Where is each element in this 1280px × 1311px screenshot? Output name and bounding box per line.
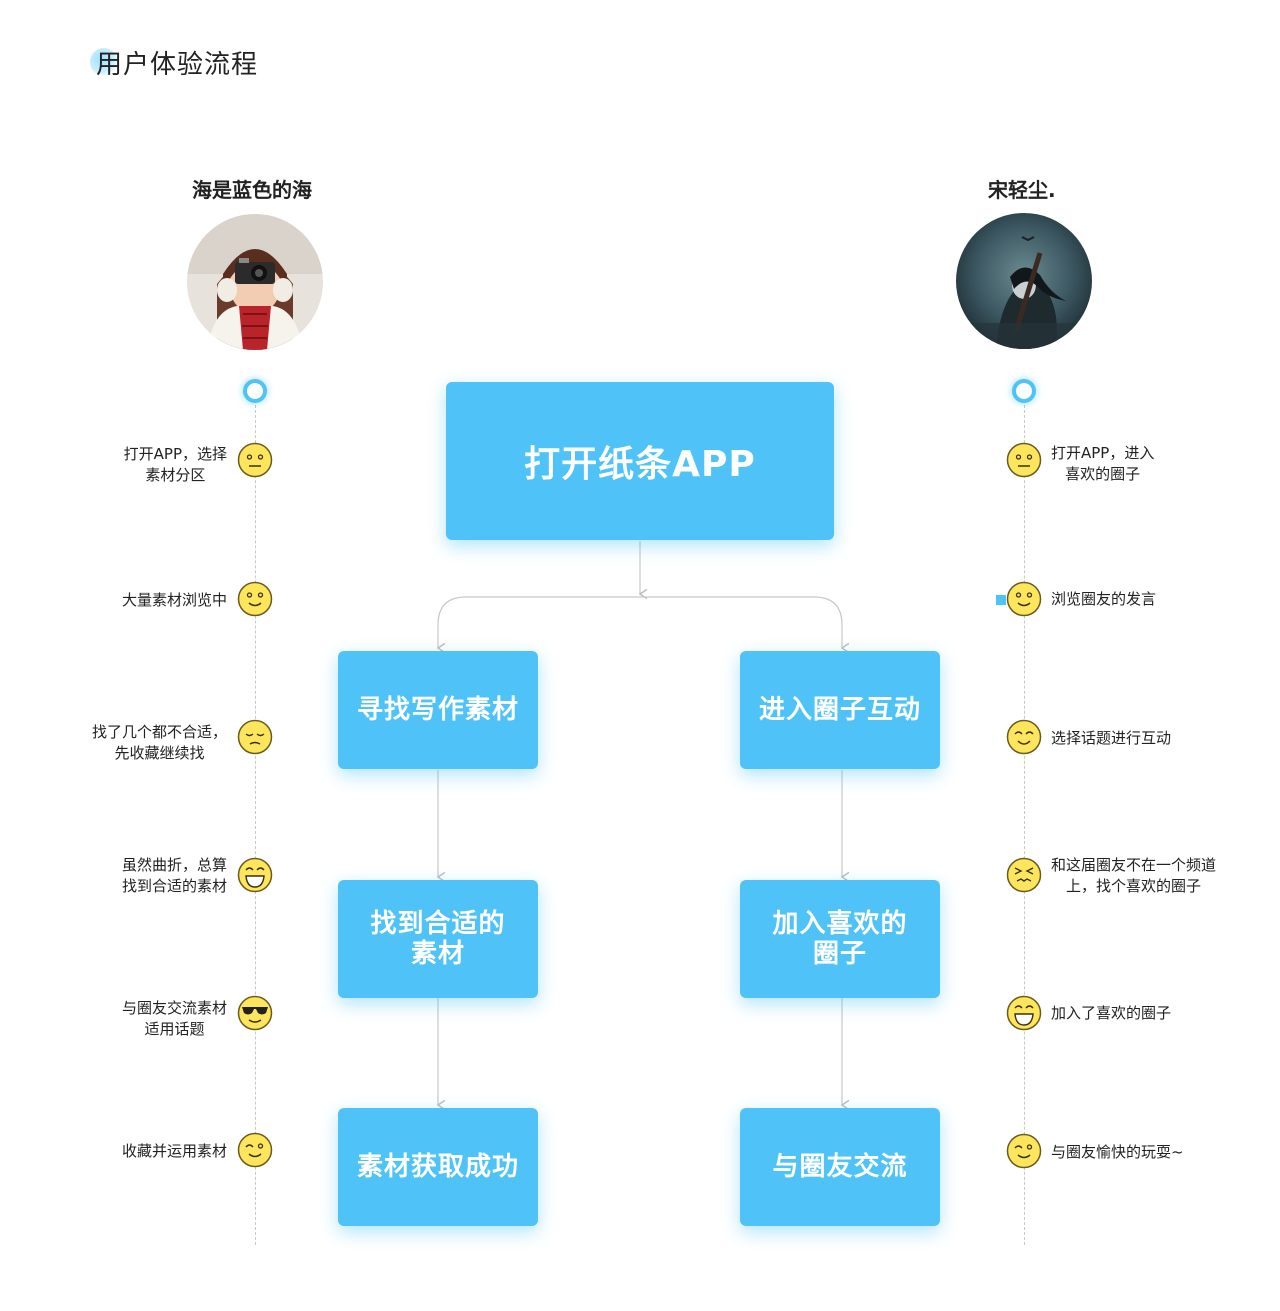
wink-face-icon [1006,1133,1042,1169]
right-timeline [1024,400,1025,1245]
sad-face-icon [237,719,273,755]
left-step-text: 虽然曲折，总算 找到合适的素材 [121,856,227,895]
left-timeline-start-icon [243,379,267,403]
left-step-text: 打开APP，选择 素材分区 [123,445,227,484]
left-step-text: 找了几个都不合适， 先收藏继续找 [91,723,227,762]
title-decoration-dot-icon [90,48,118,76]
flow-start-box: 打开纸条APP [446,382,834,540]
right-step-text: 和这届圈友不在一个频道 上，找个喜欢的圈子 [1051,856,1217,895]
camera-girl-avatar-icon [187,214,323,350]
flow-right-box-3: 与圈友交流 [740,1108,940,1226]
right-step-text: 打开APP，进入 喜欢的圈子 [1051,444,1155,483]
connector-to-right-branch [640,596,842,648]
right-timeline-start-icon [1012,379,1036,403]
flow-right-box-2: 加入喜欢的 圈子 [740,880,940,998]
left-step-text: 大量素材浏览中 [121,591,227,609]
neutral-face-icon [237,442,273,478]
grin-face-icon [1006,995,1042,1031]
left-step-text: 收藏并运用素材 [121,1142,227,1160]
smile-face-icon [1006,581,1042,617]
right-timeline-marker-icon [996,595,1006,605]
flow-left-box-2: 找到合适的 素材 [338,880,538,998]
left-timeline [255,400,256,1245]
left-user-name: 海是蓝色的海 [192,178,312,202]
neutral-face-icon [1006,442,1042,478]
smile-face-icon [237,581,273,617]
squint-face-icon [1006,857,1042,893]
flow-left-box-3: 素材获取成功 [338,1108,538,1226]
connector-to-left-branch [438,596,640,648]
page-title: 用户体验流程 [96,50,259,80]
right-step-text: 与圈友愉快的玩耍~ [1051,1143,1184,1161]
left-user-avatar [187,214,323,350]
right-step-text: 加入了喜欢的圈子 [1051,1004,1172,1022]
happy-face-icon [1006,719,1042,755]
flow-right-box-1: 进入圈子互动 [740,651,940,769]
flow-left-box-1: 寻找写作素材 [338,651,538,769]
left-step-text: 与圈友交流素材 适用话题 [121,999,227,1038]
wink-face-icon [237,1132,273,1168]
sunglasses-face-icon [237,995,273,1031]
right-user-name: 宋轻尘. [988,178,1056,202]
right-step-text: 浏览圈友的发言 [1051,590,1157,608]
right-step-text: 选择话题进行互动 [1051,729,1172,747]
grin-face-icon [237,857,273,893]
